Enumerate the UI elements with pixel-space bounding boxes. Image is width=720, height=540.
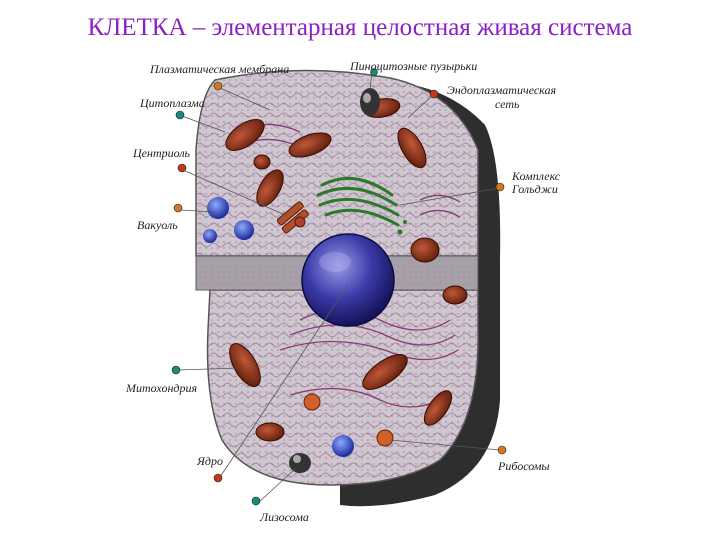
label-plasma-membrane: Плазматическая мембрана	[150, 62, 290, 76]
label-nucleus: Ядро	[197, 454, 223, 468]
label-centriole: Центриоль	[133, 146, 191, 160]
label-vacuole: Вакуоль	[137, 218, 178, 232]
vacuoles	[203, 197, 354, 457]
label-lysosome: Лизосома	[260, 510, 309, 524]
golgi-complex	[316, 177, 407, 235]
pinocytic-vesicles	[289, 88, 380, 473]
label-er-line2: сеть	[495, 97, 520, 111]
label-mitochondria: Митохондрия	[126, 381, 198, 395]
label-cytoplasm: Цитоплазма	[140, 96, 205, 110]
nucleus	[301, 233, 395, 327]
label-golgi-line2: Гольджи	[512, 182, 558, 196]
cell-upper-part	[195, 69, 479, 257]
label-ribosomes: Рибосомы	[498, 459, 550, 473]
label-pinocytic-vesicles: Пиноцитозные пузырьки	[350, 59, 478, 73]
mitochondria-group	[225, 98, 468, 442]
marker-balls	[171, 68, 507, 506]
lysosomes	[294, 216, 394, 447]
label-golgi-line1: Комплекс	[512, 169, 561, 183]
pointer-lines	[177, 71, 501, 504]
page-title: КЛЕТКА – элементарная целостная живая си…	[87, 14, 633, 41]
label-er-line1: Эндоплазматическая	[447, 83, 557, 97]
